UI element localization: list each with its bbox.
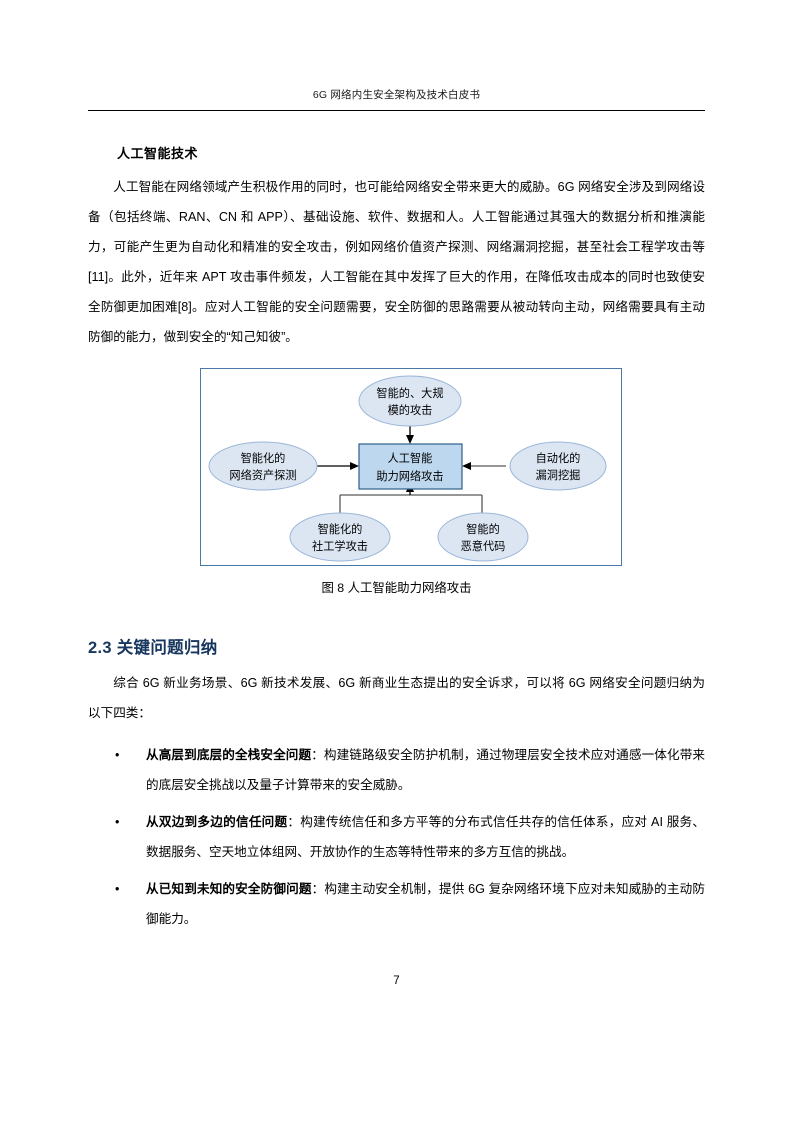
bullet-term: 从高层到底层的全栈安全问题 [146, 748, 312, 762]
node-top-line2: 模的攻击 [388, 403, 433, 417]
bullet-marker-icon: • [115, 748, 120, 762]
node-bottom-left: 智能化的 社工学攻击 [289, 512, 391, 562]
diagram-canvas: 智能的、大规 模的攻击 智能化的 网络资产探测 自动化的 漏洞挖掘 [208, 375, 607, 562]
figure-caption: 图 8 人工智能助力网络攻击 [321, 581, 472, 595]
bullet-text: ：构建链路级安全防护机制，通过物理层安全技术应对通感一体化带来的底层安全挑战以及… [146, 748, 706, 792]
key-issues-list: • 从高层到底层的全栈安全问题：构建链路级安全防护机制，通过物理层安全技术应对通… [88, 740, 705, 934]
connector-right [462, 462, 506, 470]
node-bottom-right: 智能的 恶意代码 [437, 512, 529, 562]
node-right-line1: 自动化的 [536, 451, 581, 465]
connector-top [406, 425, 414, 444]
bullet-term: 从双边到多边的信任问题 [146, 815, 288, 829]
section-heading-2-3: 2.3 关键问题归纳 [88, 639, 218, 657]
header-title: 6G 网络内生安全架构及技术白皮书 [312, 89, 481, 101]
node-bottom-right-line1: 智能的 [466, 522, 500, 536]
connector-left [316, 462, 359, 470]
list-item: • 从高层到底层的全栈安全问题：构建链路级安全防护机制，通过物理层安全技术应对通… [88, 740, 705, 800]
node-center-line2: 助力网络攻击 [376, 469, 443, 483]
bullet-term: 从已知到未知的安全防御问题 [146, 882, 312, 896]
node-center: 人工智能 助力网络攻击 [358, 443, 463, 490]
bullet-text: ：构建传统信任和多方平等的分布式信任共存的信任体系，应对 AI 服务、数据服务、… [146, 815, 705, 859]
node-bottom-left-line2: 社工学攻击 [312, 539, 368, 553]
page-content: 人工智能技术 人工智能在网络领域产生积极作用的同时，也可能给网络安全带来更大的威… [88, 135, 705, 941]
node-bottom-right-line2: 恶意代码 [461, 539, 506, 553]
bullet-text: ：构建主动安全机制，提供 6G 复杂网络环境下应对未知威胁的主动防御能力。 [146, 882, 705, 926]
page-number: 7 [393, 975, 400, 987]
node-center-line1: 人工智能 [388, 451, 433, 465]
paragraph-ai-technology: 人工智能在网络领域产生积极作用的同时，也可能给网络安全带来更大的威胁。6G 网络… [88, 180, 705, 344]
node-left: 智能化的 网络资产探测 [208, 441, 318, 491]
node-top-line1: 智能的、大规 [376, 386, 443, 400]
bullet-marker-icon: • [115, 815, 120, 829]
bullet-marker-icon: • [115, 882, 120, 896]
list-item: • 从双边到多边的信任问题：构建传统信任和多方平等的分布式信任共存的信任体系，应… [88, 807, 705, 867]
diagram-frame: 智能的、大规 模的攻击 智能化的 网络资产探测 自动化的 漏洞挖掘 [200, 368, 622, 566]
node-bottom-left-line1: 智能化的 [318, 522, 363, 536]
figure-ai-attack: 智能的、大规 模的攻击 智能化的 网络资产探测 自动化的 漏洞挖掘 [88, 368, 705, 616]
node-left-line1: 智能化的 [241, 451, 286, 465]
node-top: 智能的、大规 模的攻击 [358, 375, 462, 427]
node-right-line2: 漏洞挖掘 [536, 468, 581, 482]
header-divider [88, 110, 705, 111]
list-item: • 从已知到未知的安全防御问题：构建主动安全机制，提供 6G 复杂网络环境下应对… [88, 874, 705, 934]
node-right: 自动化的 漏洞挖掘 [509, 441, 607, 491]
paragraph-key-issues: 综合 6G 新业务场景、6G 新技术发展、6G 新商业生态提出的安全诉求，可以将… [88, 676, 705, 720]
page-header: 6G 网络内生安全架构及技术白皮书 [88, 88, 705, 103]
node-left-line2: 网络资产探测 [229, 468, 296, 482]
subsection-heading: 人工智能技术 [117, 146, 199, 161]
